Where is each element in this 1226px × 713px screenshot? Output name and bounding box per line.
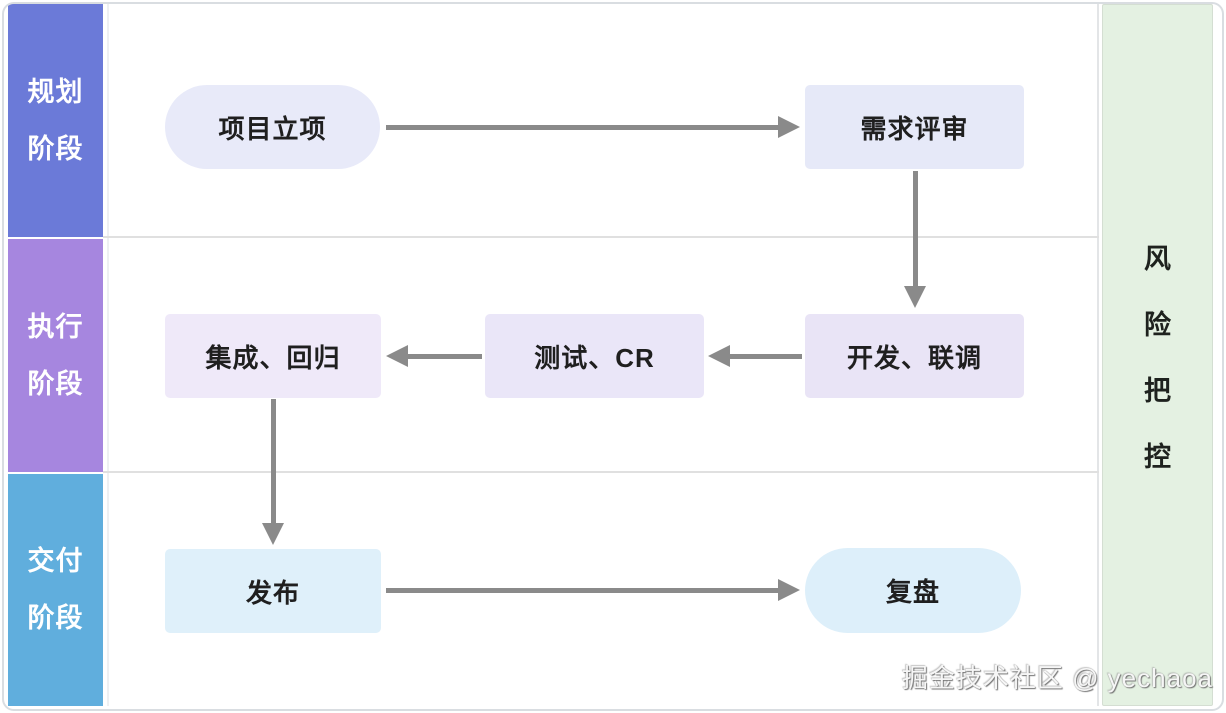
node-integration-regression: 集成、回归 [165, 314, 381, 398]
arrow-initiation-to-review [386, 116, 800, 138]
node-test-cr: 测试、CR [485, 314, 704, 398]
lane-divider-planning-execution [103, 236, 1099, 238]
risk-label-char: 风 [1144, 243, 1171, 274]
arrowhead-icon [262, 523, 284, 545]
arrow-dev-to-test [708, 345, 802, 367]
risk-control-panel: 风险把控 [1102, 4, 1213, 706]
arrowhead-icon [708, 345, 730, 367]
main-area-left-border [107, 4, 109, 706]
arrow-test-to-integration [386, 345, 482, 367]
arrow-shaft [270, 399, 276, 525]
arrow-shaft [386, 587, 780, 593]
watermark-text: 掘金技术社区 @ yechaoa [901, 663, 1213, 693]
lane-divider-execution-delivery [103, 471, 1099, 473]
arrowhead-icon [904, 286, 926, 308]
risk-label-char: 把 [1144, 375, 1171, 406]
node-retrospective: 复盘 [805, 548, 1021, 633]
arrow-shaft [728, 353, 802, 359]
lane-label-planning: 规划 阶段 [8, 4, 103, 237]
lane-label-execution: 执行 阶段 [8, 237, 103, 472]
phase-lane-column: 规划 阶段执行 阶段交付 阶段 [8, 4, 103, 706]
main-area-right-border [1097, 4, 1099, 706]
risk-panel-label: 风险把控 [1144, 237, 1171, 474]
arrow-release-to-retrospective [386, 579, 800, 601]
arrow-shaft [912, 171, 918, 288]
arrow-shaft [386, 124, 780, 130]
arrow-integration-to-release [262, 399, 284, 545]
node-release: 发布 [165, 549, 381, 633]
node-project-initiation: 项目立项 [165, 85, 380, 169]
arrowhead-icon [386, 345, 408, 367]
arrowhead-icon [778, 579, 800, 601]
risk-label-char: 险 [1144, 309, 1171, 340]
arrow-shaft [406, 353, 482, 359]
node-dev-joint-debug: 开发、联调 [805, 314, 1024, 398]
risk-label-char: 控 [1144, 441, 1171, 472]
lane-label-delivery: 交付 阶段 [8, 472, 103, 706]
arrowhead-icon [778, 116, 800, 138]
arrow-review-to-dev [904, 171, 926, 308]
node-requirement-review: 需求评审 [805, 85, 1024, 169]
